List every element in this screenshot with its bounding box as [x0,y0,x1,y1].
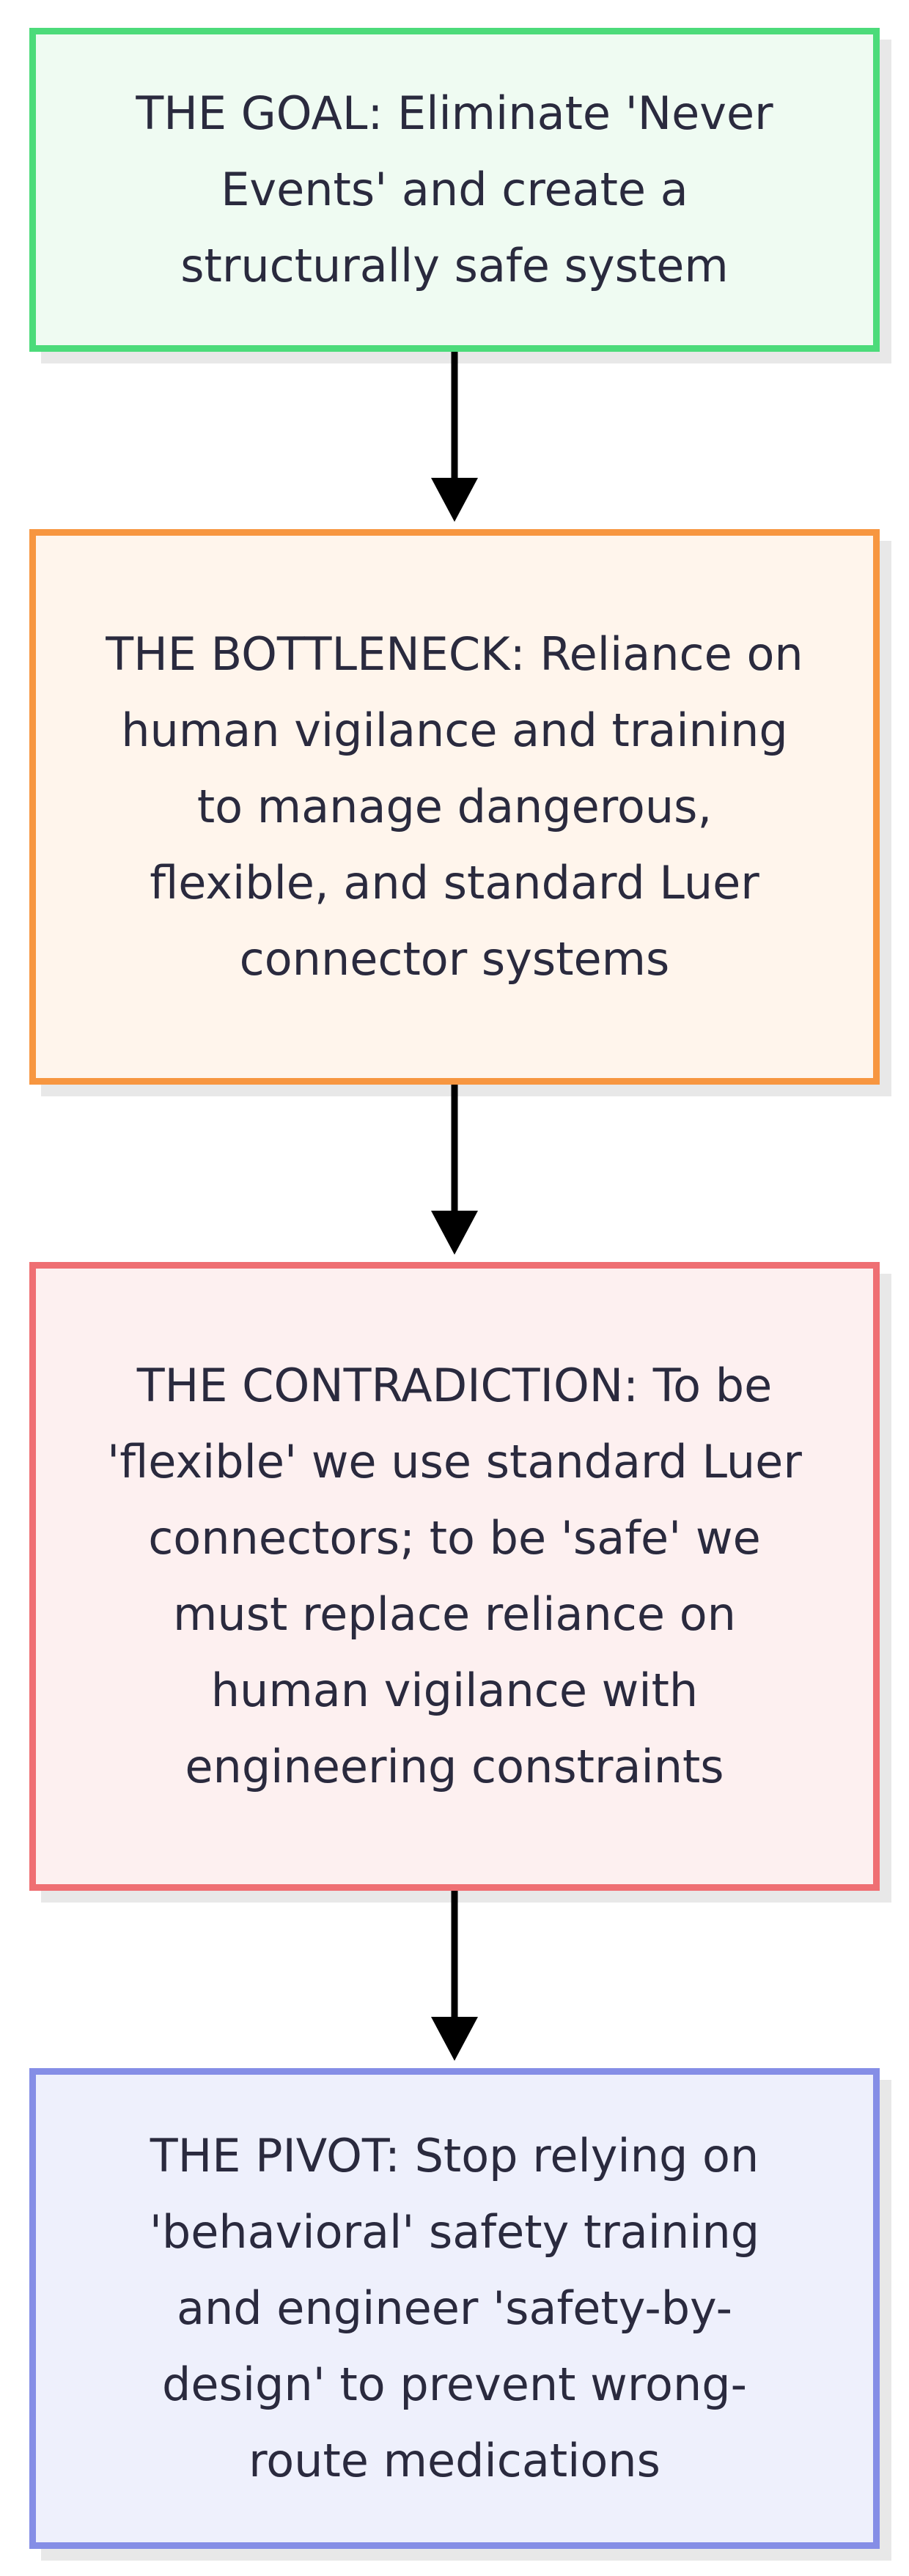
pivot-node: THE PIVOT: Stop relying on 'behavioral' … [29,2068,880,2549]
bottleneck-node-text: THE BOTTLENECK: Reliance on human vigila… [106,627,803,986]
goal-node-text: THE GOAL: Eliminate 'Never Events' and c… [136,86,773,292]
arrow-head-icon [431,2017,478,2061]
arrow-head-icon [431,1211,478,1255]
goal-node: THE GOAL: Eliminate 'Never Events' and c… [29,28,880,352]
arrow-head-icon [431,478,478,522]
arrow-bottleneck-to-contradiction [431,1085,478,1255]
arrow-goal-to-bottleneck [431,352,478,522]
pivot-node-text: THE PIVOT: Stop relying on 'behavioral' … [149,2129,760,2487]
contradiction-node: THE CONTRADICTION: To be 'flexible' we u… [29,1262,880,1891]
arrow-contradiction-to-pivot [431,1891,478,2061]
bottleneck-node: THE BOTTLENECK: Reliance on human vigila… [29,529,880,1085]
contradiction-node-text: THE CONTRADICTION: To be 'flexible' we u… [107,1359,802,1793]
